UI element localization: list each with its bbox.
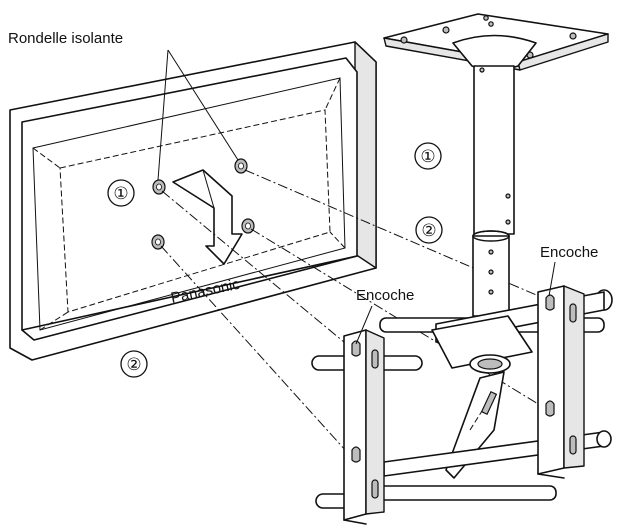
step2-pole-number: ② — [421, 221, 436, 241]
lower-tube — [472, 235, 510, 317]
step2-pole-circle — [415, 216, 443, 244]
right-arm-side — [563, 285, 585, 469]
down-arrow-icon — [172, 169, 243, 265]
bracket-hub — [431, 315, 533, 369]
step2-tv-number: ② — [126, 355, 141, 375]
notch-leader-lower — [355, 305, 373, 345]
left-arm-side — [365, 329, 385, 515]
left-arm-notch-top — [351, 340, 361, 357]
right-arm-notch-bottom — [545, 400, 555, 417]
notch-leader-upper — [548, 261, 556, 297]
step1-pole-number: ① — [420, 147, 435, 167]
right-arm-front — [537, 285, 565, 475]
notch-label-upper: Encoche — [540, 244, 598, 261]
tv-panel: Panasonic — [9, 41, 377, 361]
step1-tv-circle — [107, 179, 135, 207]
insulating-washer-label: Rondelle isolante — [8, 30, 123, 47]
step1-tv-number: ① — [113, 184, 128, 204]
bracket-bottom-bar — [355, 485, 557, 501]
washer-leader-right — [167, 49, 239, 161]
step1-pole-circle — [414, 142, 442, 170]
upper-tube — [473, 65, 515, 235]
mounting-bracket — [311, 285, 613, 525]
ceiling-pole — [383, 13, 609, 317]
tv-dashed-outline — [59, 109, 331, 313]
notch-label-lower: Encoche — [356, 287, 414, 304]
washer-leader-left — [157, 49, 169, 181]
step2-tv-circle — [120, 350, 148, 378]
left-arm-front — [343, 329, 367, 521]
left-arm-notch-bottom — [351, 446, 361, 463]
insulating-washers — [151, 158, 255, 250]
tv-frame-side — [354, 41, 377, 269]
right-arm-notch-top — [545, 294, 555, 311]
